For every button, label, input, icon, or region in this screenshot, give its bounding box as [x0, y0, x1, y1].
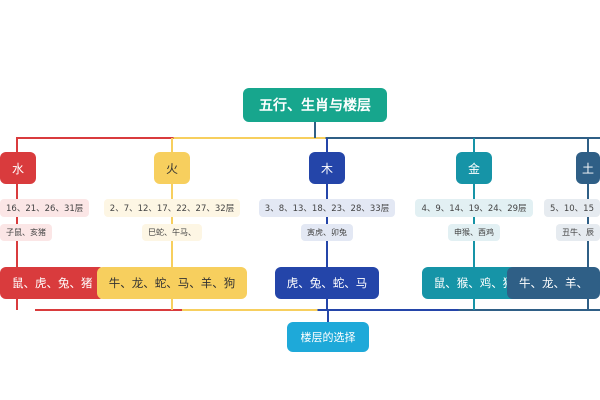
zodiac-text: 巳蛇、午马、: [142, 223, 202, 241]
zodiac-text: 申猴、酉鸡: [448, 223, 500, 241]
zodiac-text: 丑牛、辰: [556, 223, 600, 241]
footer-node[interactable]: 楼层的选择: [287, 322, 369, 352]
floors-text: 4、9、14、19、24、29层: [415, 199, 533, 217]
element-node[interactable]: 土: [576, 152, 600, 184]
zodiac-label: 丑牛、辰: [490, 223, 600, 241]
match-text: 牛、龙、蛇、马、羊、狗: [96, 267, 248, 299]
match-text: 牛、龙、羊、: [507, 267, 600, 299]
zodiac-label: 寅虎、卯兔: [272, 223, 382, 241]
zodiac-label: 申猴、酉鸡: [419, 223, 529, 241]
element-node[interactable]: 水: [0, 152, 36, 184]
floors-text: 16、21、26、31层: [0, 199, 90, 217]
zodiac-text: 寅虎、卯兔: [301, 223, 353, 241]
floors-text: 2、7、12、17、22、27、32层: [103, 199, 241, 217]
match-node[interactable]: 鼠、虎、兔、猪: [0, 267, 144, 299]
floors-text: 5、10、15: [543, 199, 600, 217]
zodiac-label: 巳蛇、午马、: [117, 223, 227, 241]
match-text: 虎、兔、蛇、马: [274, 267, 380, 299]
top-connector: [16, 137, 600, 139]
element-node[interactable]: 火: [154, 152, 190, 184]
floors-label: 2、7、12、17、22、27、32层: [97, 199, 247, 217]
floors-label: 16、21、26、31层: [0, 199, 150, 217]
bottom-connector: [35, 309, 600, 311]
floors-label: 3、8、13、18、23、28、33层: [252, 199, 402, 217]
footer-stem: [327, 310, 329, 323]
title-node[interactable]: 五行、生肖与楼层: [243, 88, 387, 122]
zodiac-text: 子鼠、亥猪: [0, 223, 52, 241]
element-node[interactable]: 金: [456, 152, 492, 184]
floors-text: 3、8、13、18、23、28、33层: [258, 199, 396, 217]
match-node[interactable]: 牛、龙、羊、: [456, 267, 600, 299]
match-node[interactable]: 牛、龙、蛇、马、羊、狗: [96, 267, 248, 299]
floors-label: 5、10、15: [450, 199, 600, 217]
match-text: 鼠、虎、兔、猪: [0, 267, 105, 299]
match-node[interactable]: 虎、兔、蛇、马: [255, 267, 399, 299]
zodiac-label: 子鼠、亥猪: [0, 223, 110, 241]
title-stem: [314, 122, 316, 138]
element-node[interactable]: 木: [309, 152, 345, 184]
floors-label: 4、9、14、19、24、29层: [399, 199, 549, 217]
